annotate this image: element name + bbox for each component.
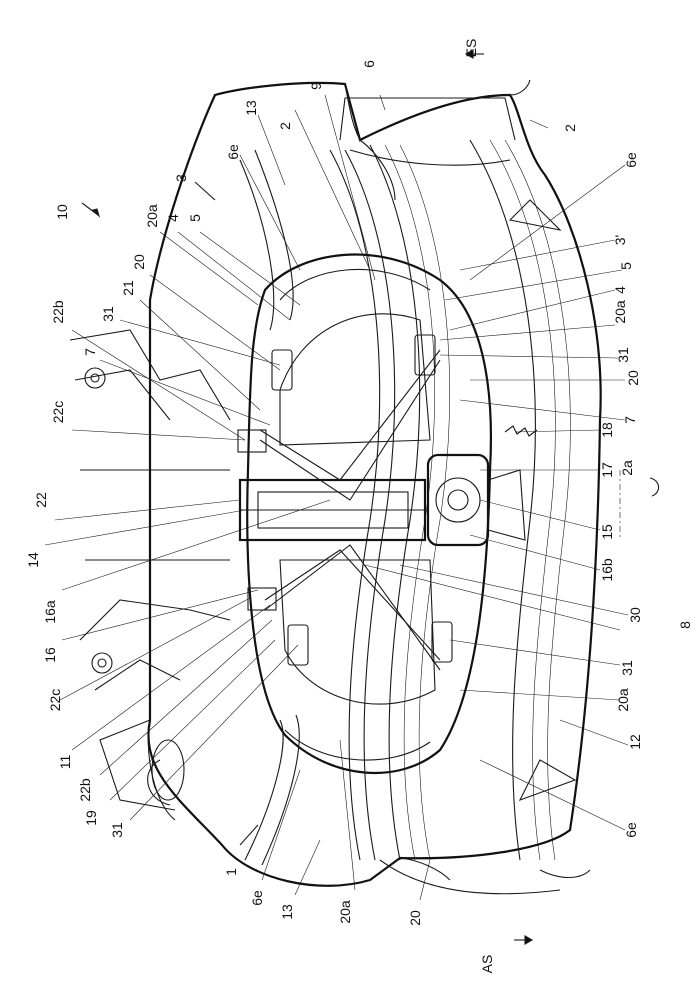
- label-1: 1: [223, 868, 239, 876]
- label-5-right: 5: [618, 262, 634, 270]
- label-22c-bottom: 22c: [47, 689, 63, 712]
- label-10: 10: [54, 204, 70, 220]
- label-20-topleft: 20: [131, 254, 147, 270]
- label-20-bottom: 20: [407, 910, 423, 926]
- label-4-topleft: 4: [165, 214, 181, 222]
- label-5-topleft: 5: [187, 214, 203, 222]
- label-2-topright: 2: [562, 124, 578, 132]
- label-9: 9: [308, 82, 324, 90]
- label-20a-bottomleft: 20a: [337, 900, 353, 924]
- label-20-right: 20: [625, 370, 641, 386]
- label-6e-topleft: 6e: [225, 144, 241, 160]
- label-7-right: 7: [622, 416, 638, 424]
- label-30: 30: [627, 607, 643, 623]
- label-20a-topleft: 20a: [144, 204, 160, 228]
- label-15: 15: [599, 524, 615, 540]
- label-2-center: 2: [277, 122, 293, 130]
- caliper-line-art: [69, 49, 660, 945]
- label-16b: 16b: [599, 558, 615, 582]
- label-22b-bottom: 22b: [77, 778, 93, 802]
- label-8: 8: [677, 621, 693, 629]
- label-16: 16: [42, 647, 58, 663]
- label-31-topleft: 31: [100, 306, 116, 322]
- label-7-left: 7: [82, 348, 98, 356]
- label-3prime: 3': [612, 235, 628, 245]
- reference-labels: ES AS 10 3 13 6 9 2 2 6e 20a 4 5 20 21 3…: [25, 39, 693, 974]
- label-21: 21: [120, 280, 136, 296]
- label-22c-top: 22c: [50, 401, 66, 424]
- label-20a-bottomright: 20a: [615, 688, 631, 712]
- label-6e-bottomright: 6e: [623, 822, 639, 838]
- label-13-top: 13: [243, 100, 259, 116]
- label-12: 12: [627, 734, 643, 750]
- label-14: 14: [25, 552, 41, 568]
- label-19: 19: [83, 810, 99, 826]
- label-22: 22: [33, 492, 49, 508]
- label-6-top: 6: [361, 60, 377, 68]
- label-18: 18: [599, 422, 615, 438]
- label-31-bottomleft: 31: [109, 822, 125, 838]
- label-22b-top: 22b: [50, 300, 66, 324]
- label-2a-axis: 2a: [619, 460, 635, 476]
- label-13-bottom: 13: [279, 904, 295, 920]
- label-6e-topright: 6e: [623, 152, 639, 168]
- leader-lines: [44, 94, 629, 901]
- label-31-bottomright: 31: [619, 660, 635, 676]
- label-AS: AS: [479, 955, 495, 974]
- label-20a-right: 20a: [612, 300, 628, 324]
- label-17: 17: [599, 462, 615, 478]
- label-4-right: 4: [612, 286, 628, 294]
- label-6e-bottomleft: 6e: [249, 890, 265, 906]
- label-16a: 16a: [42, 600, 58, 624]
- label-ES: ES: [463, 39, 479, 58]
- label-11: 11: [57, 755, 73, 770]
- label-31-right: 31: [615, 347, 631, 363]
- label-3: 3: [173, 174, 189, 182]
